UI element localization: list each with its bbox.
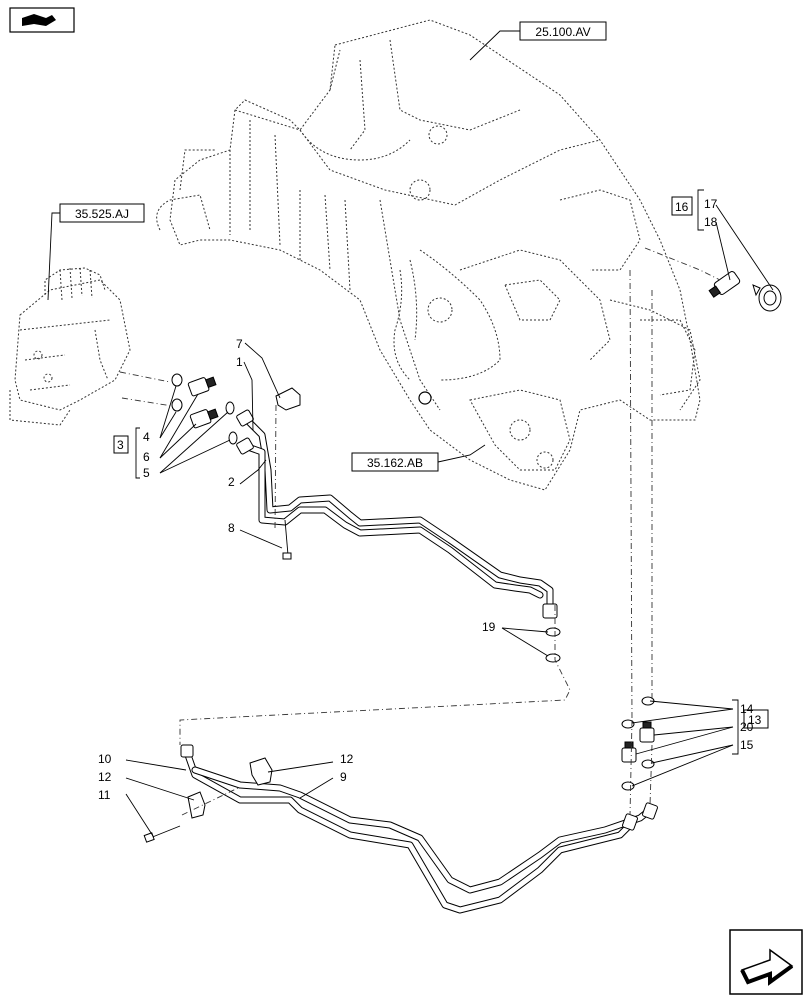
lower-pipe-assembly [143,744,658,914]
svg-text:6: 6 [143,450,150,464]
svg-text:3: 3 [117,438,124,452]
leader-lines [125,204,774,837]
svg-text:14: 14 [740,702,754,716]
adapter-set-13 [621,696,655,791]
svg-text:1: 1 [236,355,243,369]
svg-text:12: 12 [98,770,112,784]
svg-text:13: 13 [748,713,762,727]
svg-text:2: 2 [228,475,235,489]
svg-text:7: 7 [236,337,243,351]
reference-valve[interactable]: 35.525.AJ [59,203,145,223]
control-valve-block [9,267,131,426]
center-lines [119,247,721,816]
svg-text:12: 12 [340,752,354,766]
svg-text:17: 17 [704,197,718,211]
svg-text:10: 10 [98,752,112,766]
svg-text:35.525.AJ: 35.525.AJ [75,207,129,221]
svg-text:5: 5 [143,466,150,480]
upper-pipe-assembly [236,387,558,619]
svg-text:18: 18 [704,215,718,229]
bracket-13 [732,699,769,755]
bracket-16 [671,189,704,231]
svg-text:20: 20 [740,720,754,734]
svg-text:19: 19 [482,620,496,634]
reference-frame[interactable]: 25.100.AV [519,21,607,41]
svg-text:16: 16 [675,200,689,214]
seal-19-lower [545,653,561,663]
svg-text:4: 4 [143,430,150,444]
svg-text:9: 9 [340,770,347,784]
svg-text:15: 15 [740,738,754,752]
seal-19-upper [545,627,561,637]
next-page-arrow-icon[interactable] [729,929,803,995]
callout-numbers: 7 1 2 8 3 4 6 5 19 14 20 15 13 10 12 11 … [98,197,762,802]
svg-text:35.162.AB: 35.162.AB [367,456,423,470]
svg-text:11: 11 [98,788,111,802]
component-group-16 [708,271,782,312]
adapter-set-3 [171,373,238,445]
tractor-frame-drawing [156,19,701,491]
reference-support[interactable]: 35.162.AB [351,452,439,472]
bracket-3 [113,427,140,479]
book-open-icon[interactable] [9,7,75,33]
svg-text:25.100.AV: 25.100.AV [535,25,590,39]
svg-text:8: 8 [228,521,235,535]
